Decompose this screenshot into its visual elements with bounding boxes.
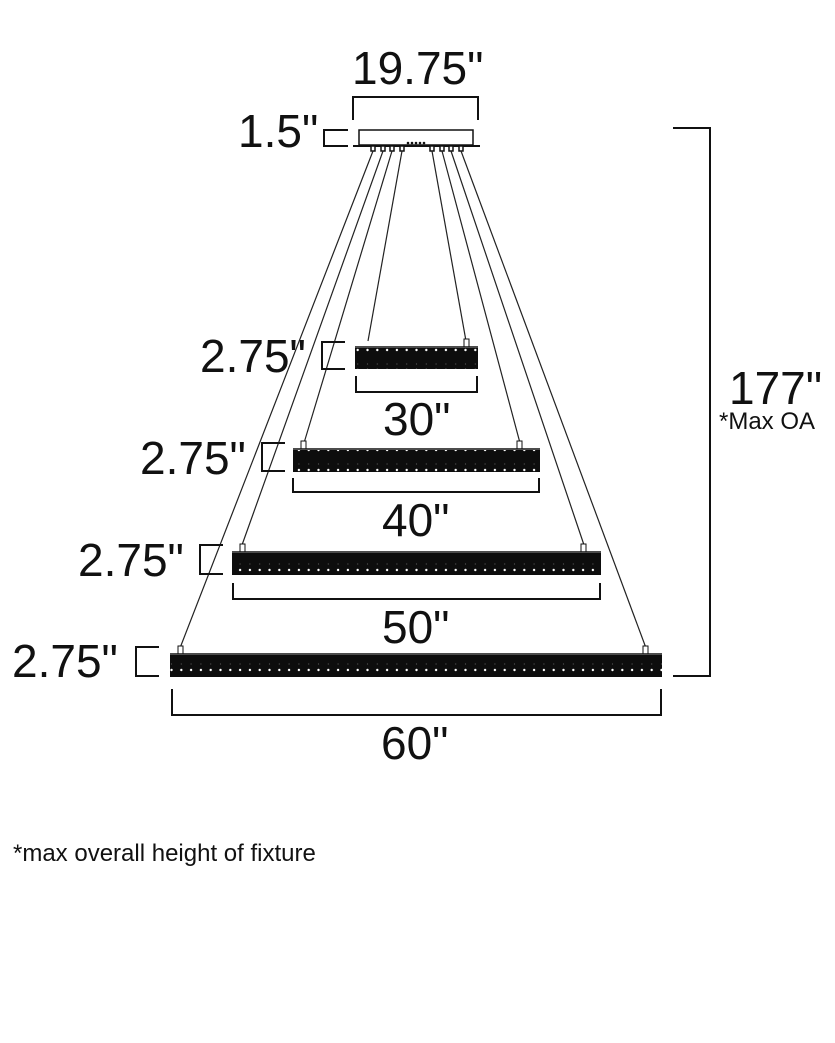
overall-height-bracket	[673, 127, 711, 677]
canopy-width-bracket	[352, 96, 479, 120]
tier-2-ring	[293, 440, 540, 472]
footnote: *max overall height of fixture	[13, 840, 316, 867]
tier-4-diameter-label: 60"	[381, 717, 449, 769]
tier-3-ring	[232, 543, 601, 575]
tier-3-height-label: 2.75"	[78, 534, 184, 586]
overall-height-label: 177"	[729, 362, 823, 414]
tier-1-diameter-label: 30"	[383, 393, 451, 445]
tier-2-height-label: 2.75"	[140, 432, 246, 484]
canopy-height-label: 1.5"	[238, 105, 319, 157]
tier-1-height-label: 2.75"	[200, 330, 306, 382]
tier-4-height-label: 2.75"	[12, 635, 118, 687]
suspension-cables	[179, 150, 647, 649]
canopy-height-bracket	[323, 129, 348, 147]
tier-1-ring	[355, 338, 478, 369]
canopy-width-label: 19.75"	[352, 42, 484, 94]
tier-3-diameter-label: 50"	[382, 601, 450, 653]
tier-4-ring	[170, 645, 662, 677]
overall-height-sublabel: *Max OA	[719, 408, 816, 435]
tier-2-diameter-label: 40"	[382, 494, 450, 546]
canopy	[353, 129, 480, 152]
